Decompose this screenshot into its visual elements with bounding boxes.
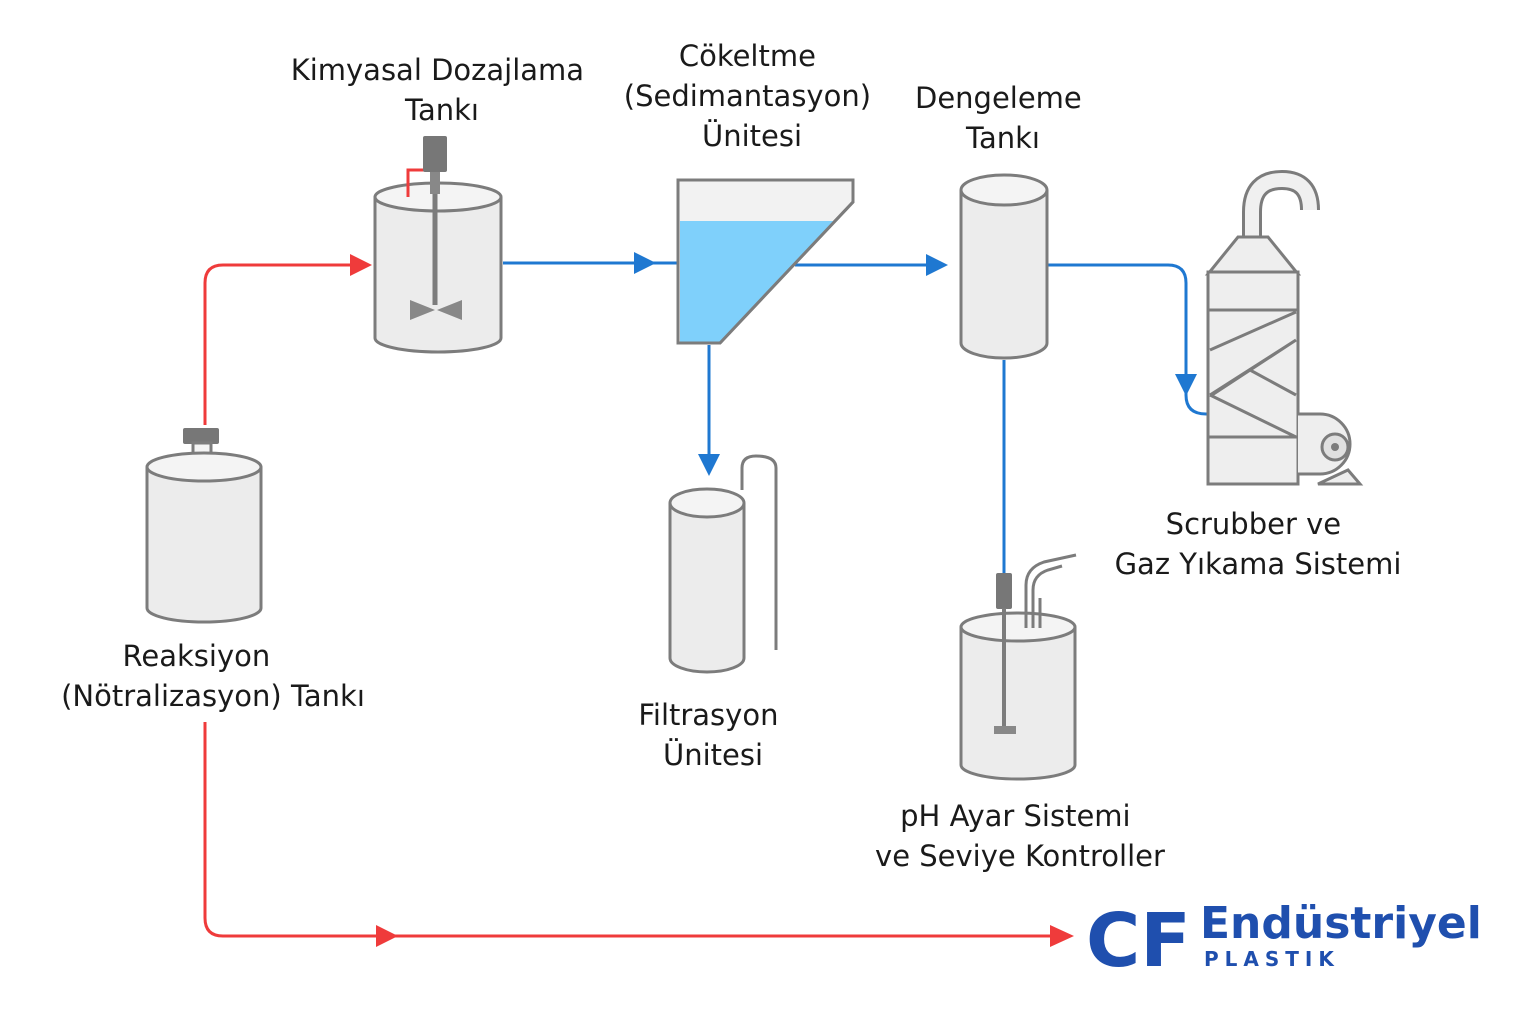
ph-probe-head	[996, 573, 1012, 609]
pipe-reaction-to-dosing	[203, 263, 358, 425]
label-filtration-unit: Filtrasyon Ünitesi	[638, 698, 787, 772]
fan-base	[1317, 468, 1364, 486]
arrow-into-sedimentation	[634, 252, 656, 274]
pipe-reaction-to-outlet	[203, 722, 1060, 938]
scrubber-packing	[1209, 310, 1297, 439]
filter-side-pipe	[740, 454, 778, 650]
arrow-into-filtration	[698, 454, 720, 476]
ph-probe-tip	[994, 726, 1016, 734]
ph-adjust-system	[959, 553, 1077, 781]
arrow-into-equalization	[926, 254, 948, 276]
logo-sub: PLASTIK	[1204, 947, 1340, 971]
brand-logo: CF Endüstriyel PLASTIK	[1086, 898, 1482, 984]
sedimentation-unit	[676, 178, 855, 345]
scrubber-body	[1206, 270, 1300, 486]
scrubber-system	[1204, 169, 1364, 486]
label-ph-system: pH Ayar Sistemi ve Seviye Kontroller	[875, 799, 1165, 873]
logo-initials: CF	[1086, 898, 1191, 984]
mixer-motor	[423, 136, 447, 172]
impeller-right	[437, 300, 462, 320]
logo-name: Endüstriyel	[1200, 898, 1482, 949]
pipes	[203, 252, 1210, 947]
label-sedimentation-unit: Cökeltme (Sedimantasyon) Ünitesi	[624, 39, 881, 153]
arrow-mid-bottom	[376, 925, 398, 947]
impeller-left	[410, 300, 435, 320]
dosing-tank	[373, 136, 503, 354]
label-scrubber: Scrubber ve Gaz Yıkama Sistemi	[1115, 507, 1402, 581]
mixer-shaft-top	[430, 172, 440, 194]
equalization-tank	[959, 173, 1049, 360]
arrow-down-scrubber	[1175, 374, 1197, 396]
labels: Kimyasal Dozajlama Tankı Cökeltme (Sedim…	[61, 39, 1401, 873]
label-equalization-tank: Dengeleme Tankı	[915, 81, 1091, 155]
scrubber-cone	[1204, 235, 1302, 276]
arrow-into-dosing	[350, 254, 372, 276]
pipe-equalization-to-scrubber	[1048, 263, 1210, 416]
label-reaction-tank: Reaksiyon (Nötralizasyon) Tankı	[61, 639, 365, 713]
level-sensor-line-1	[1024, 553, 1077, 628]
dosing-sensor-wire	[406, 168, 424, 197]
sedimentation-water	[680, 221, 834, 342]
filtration-unit	[668, 454, 778, 674]
tank-cap	[183, 428, 219, 444]
label-dosing-tank: Kimyasal Dozajlama Tankı	[291, 53, 594, 127]
reaction-tank	[145, 428, 263, 624]
level-sensor-line-2	[1031, 564, 1063, 628]
arrow-to-outlet	[1050, 925, 1074, 947]
